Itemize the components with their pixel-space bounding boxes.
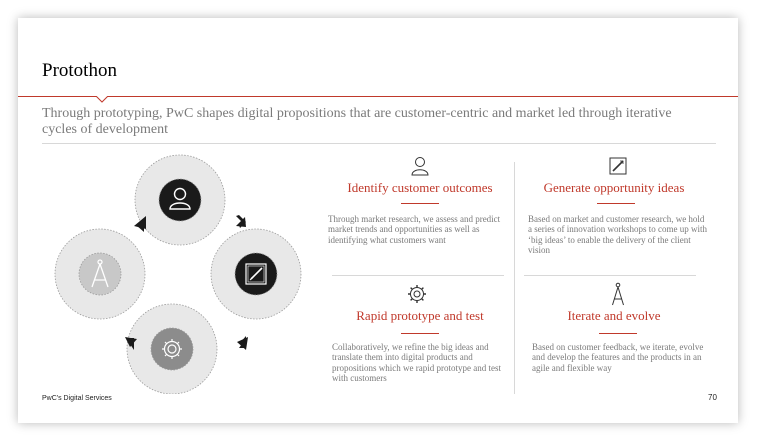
panel-iterate-and-evolve: Iterate and evolve Based on customer fee… [516,280,712,400]
compass-icon [91,259,109,288]
panel-text: Based on customer feedback, we iterate, … [532,342,704,373]
gear-icon [162,339,182,359]
panel-heading: Generate opportunity ideas [543,180,685,195]
pen-tablet-icon [245,263,267,285]
panel-text: Through market research, we assess and p… [328,214,501,245]
panel-text: Based on market and customer research, w… [528,214,707,256]
compass-icon [612,282,624,306]
pen-tablet-icon [609,157,627,175]
slide: Protothon Through prototyping, PwC shape… [18,18,738,423]
panel-divider-vertical [514,162,515,394]
gear-icon [408,285,426,303]
cycle-node-left [54,228,146,320]
heading-underline [401,203,439,204]
panel-divider-right [524,275,696,276]
cycle-diagram [54,154,302,394]
cycle-node-bottom [126,303,218,394]
person-icon [411,157,429,176]
panel-rapid-prototype-and-test: Rapid prototype and test Collaboratively… [322,280,518,400]
panel-heading: Iterate and evolve [567,308,661,323]
cycle-arrow-top-right [236,215,246,228]
person-icon [169,187,191,210]
cycle-arrow-bottom-left [125,337,137,350]
cycle-arrow-bottom-right [237,336,248,350]
subtitle-divider [42,143,716,144]
panel-heading: Identify customer outcomes [347,180,493,195]
footer-label: PwC's Digital Services [42,395,112,402]
cycle-node-right [210,228,302,320]
slide-title: Protothon [42,60,117,81]
panel-identify-customer-outcomes: Identify customer outcomes Through marke… [322,152,518,272]
panel-generate-opportunity-ideas: Generate opportunity ideas Based on mark… [516,152,712,272]
panel-heading: Rapid prototype and test [356,308,484,323]
page-number: 70 [708,393,717,402]
heading-underline [597,203,635,204]
panel-divider-left [332,275,504,276]
cycle-arrow-top-left [134,216,146,232]
title-notch [96,96,108,103]
heading-underline [401,333,439,334]
panel-text: Collaboratively, we refine the big ideas… [332,342,501,384]
heading-underline [599,333,637,334]
cycle-node-top [134,154,226,246]
title-divider [18,96,738,97]
slide-subtitle: Through prototyping, PwC shapes digital … [42,106,672,137]
